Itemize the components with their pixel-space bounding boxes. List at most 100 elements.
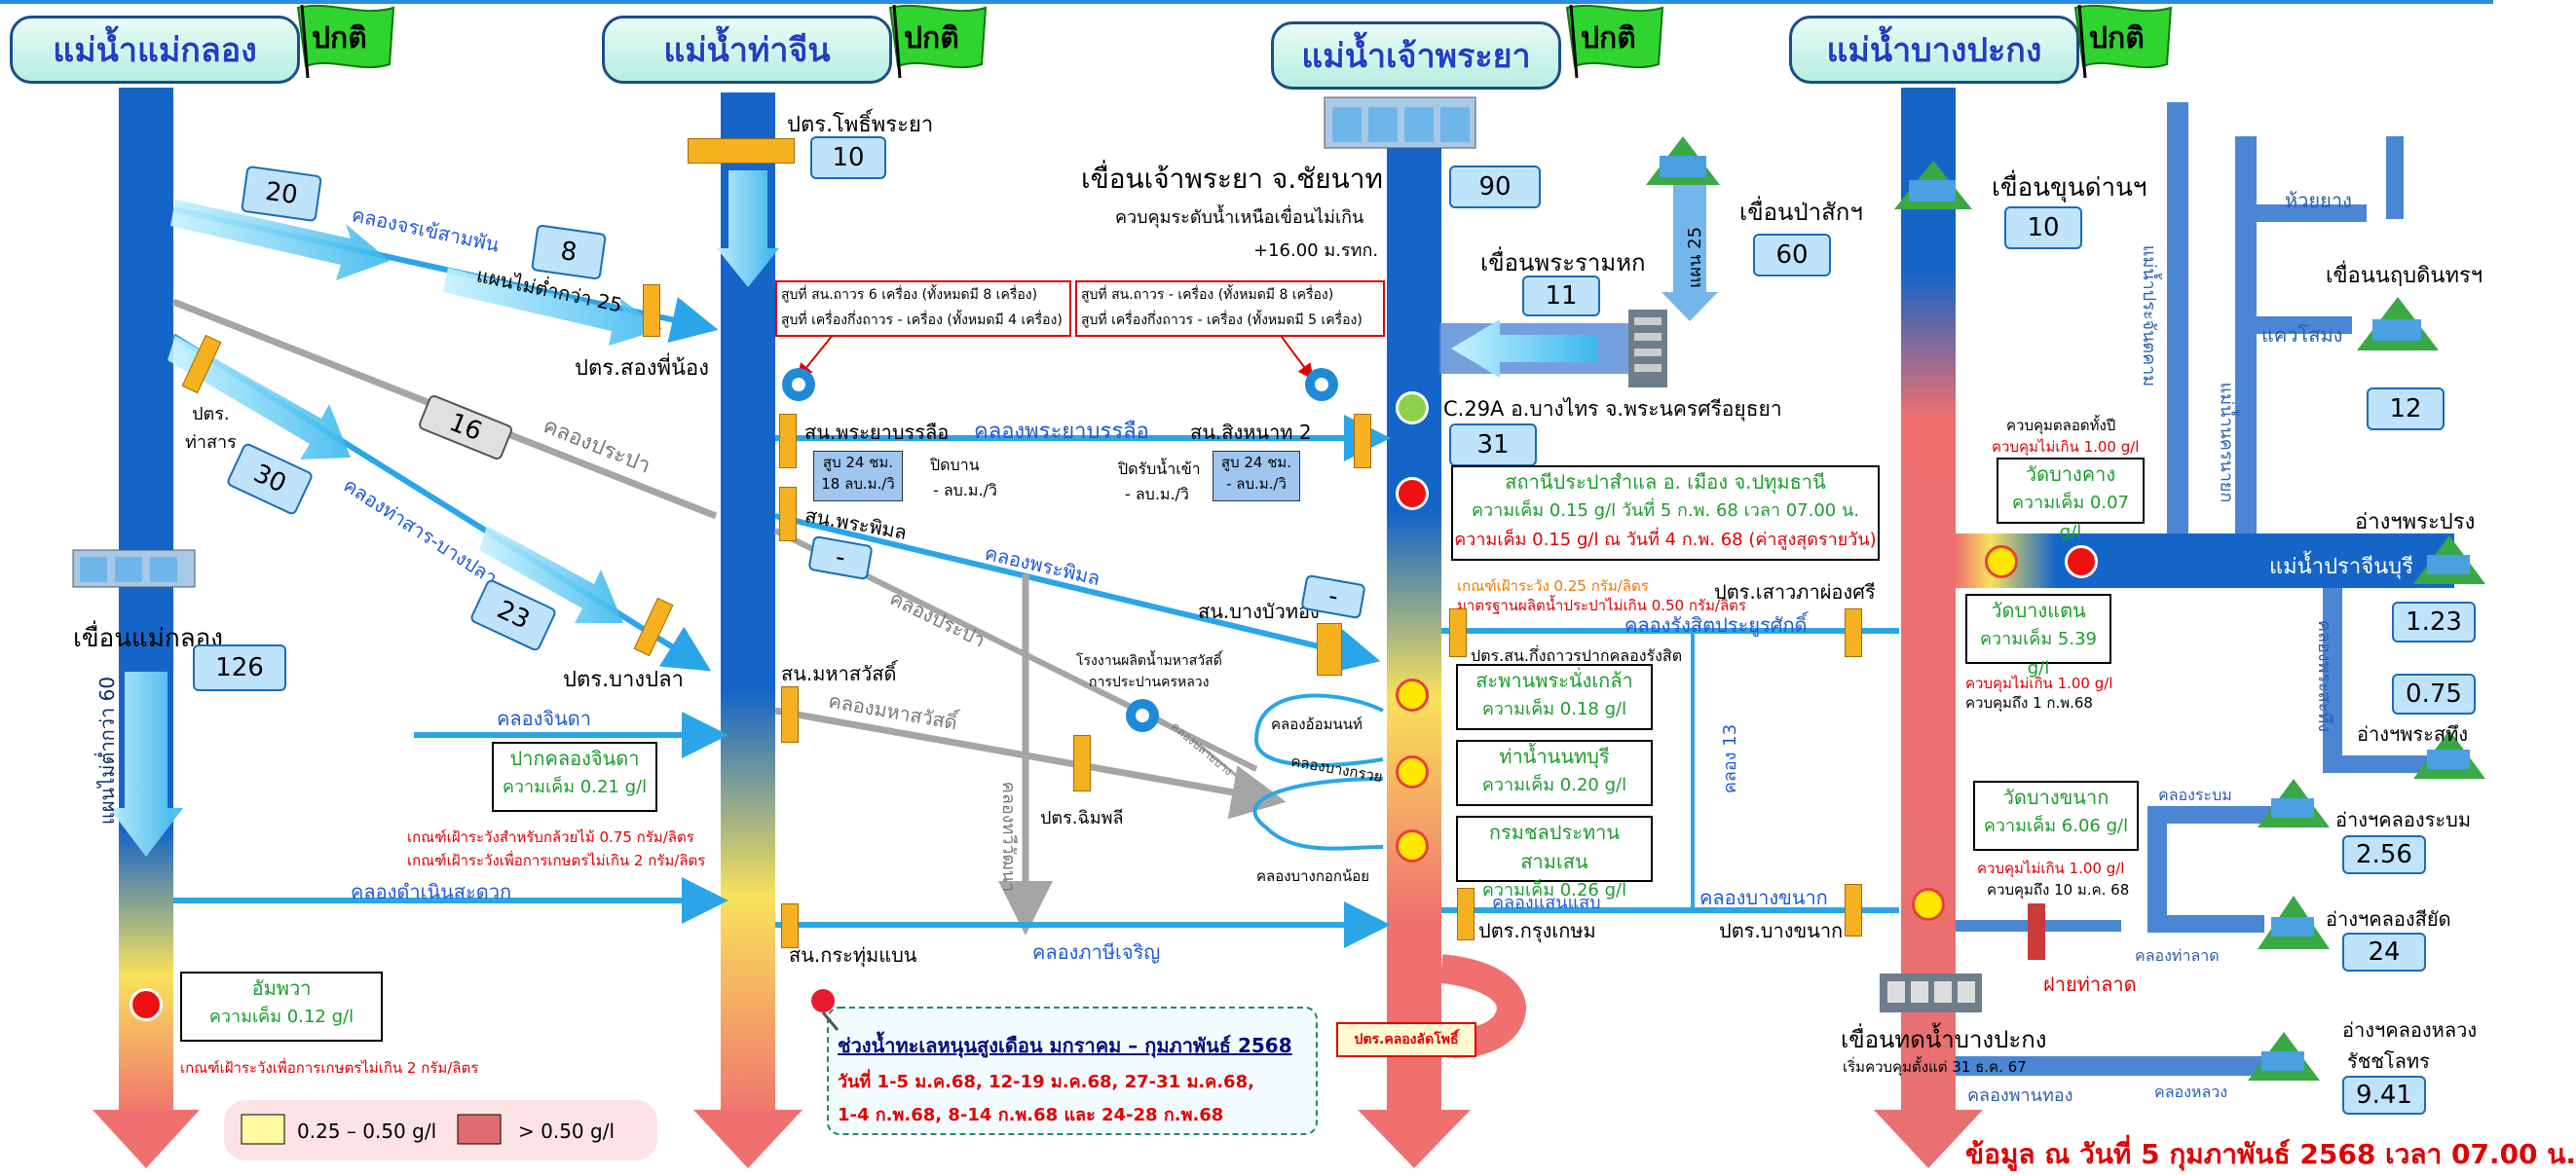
canal-label: คลองจินดา (497, 707, 592, 730)
gate-mode-value: - ลบ.ม./วิ (1125, 485, 1189, 503)
station-label: ปตร.ฉิมพลี (1040, 808, 1124, 828)
station-label: ปตร.สองพี่น้อง (575, 356, 709, 381)
salinity-dot-yellow (1396, 679, 1429, 712)
diagram-canvas (0, 0, 2493, 1168)
station-name: วัดบางขนาก (2002, 786, 2109, 809)
alert-note: เกณฑ์เฝ้าระวัง 0.25 กรัม/ลิตร (1457, 577, 1649, 595)
title-bangpakong: แม่น้ำบางปะกง (1789, 16, 2079, 84)
pump-line: สูบที่ เครื่องกึ่งถาวร - เครื่อง (ทั้งหม… (1081, 312, 1363, 328)
reservoir-label: อ่างฯคลองระบม (2335, 808, 2472, 831)
plan-label: แผนไม่ต่ำกว่า 60 (95, 676, 120, 826)
canal-label: คลองบางกอกน้อย (1256, 867, 1370, 885)
salinity-box: สะพานพระนั่งเกล้า ความเค็ม 0.18 g/l (1456, 664, 1653, 730)
dam-label: เขื่อนนฤบดินทรฯ (2326, 264, 2483, 288)
title-thachin: แม่น้ำท่าจีน (602, 16, 892, 84)
value-box: 2.56 (2342, 835, 2426, 874)
station-name: ท่าน้ำนนทบุรี (1499, 745, 1610, 768)
canal-label: คลองภาษีเจริญ (1032, 940, 1161, 964)
weir-label: ฝายท่าลาด (2043, 973, 2137, 996)
value-box: 11 (1522, 276, 1600, 316)
canal-label: คลองพานทอง (1967, 1085, 2073, 1106)
salinity-box: กรมชลประทานสามเสน ความเค็ม 0.26 g/l (1456, 816, 1653, 900)
station-label: ปตร.กรุงเกษม (1478, 919, 1596, 942)
river-label: แม่น้ำปราจีนบุรี (2269, 555, 2413, 579)
salinity-value: ความเค็ม 5.39 g/l (1980, 629, 2097, 679)
gate-mode-value: - ลบ.ม./วิ (933, 481, 997, 499)
maeklong-dam-icon (72, 549, 196, 588)
canal-label: คลองบางขนาก (1699, 886, 1828, 909)
salinity-dot-yellow (1396, 755, 1429, 789)
canal-label: คลองอ้อมนนท์ (1271, 716, 1363, 733)
salinity-value: ความเค็ม 6.06 g/l (1983, 816, 2129, 836)
canal-label: แม่น้ำนครนายก (2216, 382, 2237, 503)
legend-red-label: > 0.50 g/l (518, 1120, 615, 1143)
station-label: สน.บางบัวทอง (1198, 600, 1320, 623)
gate-marker (1449, 608, 1467, 657)
reservoir-label: อ่างฯคลองสียัด (2326, 907, 2451, 931)
status-flag-bangpakong: ปกติ (2070, 0, 2177, 80)
station-label: ปตร.บางขนาก (1719, 919, 1844, 942)
station-name: วัดบางแตน (1991, 599, 2086, 622)
alert-note: เกณฑ์เฝ้าระวังสำหรับกล้วยไม้ 0.75 กรัม/ล… (407, 828, 694, 846)
status-dot-green (1396, 391, 1429, 424)
rama6-dam-icon (1628, 310, 1667, 387)
canal-label: ห้วยยาง (2285, 189, 2352, 212)
value-box: 126 (193, 644, 286, 691)
salinity-dot-yellow (1985, 545, 2018, 578)
gate-marker (779, 414, 797, 468)
gate-marker (1845, 884, 1862, 937)
dam-label: เขื่อนขุนด่านฯ (1992, 173, 2147, 202)
bangpakong-dam-icon (1880, 974, 1982, 1012)
salinity-value: ความเค็ม 0.07 g/l (2012, 493, 2129, 542)
dam-note: ควบคุมระดับน้ำเหนือเขื่อนไม่เกิน (1115, 207, 1364, 228)
canal-label: คลองทวีวัฒนา (998, 781, 1020, 893)
salinity-dot-red (1396, 477, 1429, 510)
status-label: ปกติ (2089, 21, 2145, 55)
dam-label: เขื่อนทดน้ำบางปะกง (1841, 1026, 2047, 1053)
value-box: 0.75 (2392, 674, 2476, 715)
salinity-value: ความเค็ม 0.26 g/l (1481, 880, 1627, 900)
salinity-box: วัดบางขนาก ความเค็ม 6.06 g/l (1973, 781, 2139, 851)
salinity-value: ความเค็ม 0.15 g/l วันที่ 5 ก.พ. 68 เวลา … (1471, 500, 1860, 521)
dam-label: เขื่อนเจ้าพระยา จ.ชัยนาท (1081, 163, 1383, 195)
dam-note: +16.00 ม.รทก. (1253, 240, 1379, 261)
station-label: ปตร.สน.กึ่งถาวรปากคลองรังสิต (1471, 646, 1683, 665)
salinity-value: ความเค็ม 0.12 g/l (208, 1007, 355, 1027)
value-box: 12 (2367, 387, 2445, 430)
reservoir-label: รัชชโลทร (2347, 1049, 2430, 1073)
salinity-dot-red (2065, 545, 2098, 578)
salinity-dot-yellow (1912, 888, 1945, 921)
salinity-box: ท่าน้ำนนทบุรี ความเค็ม 0.20 g/l (1456, 740, 1653, 806)
canal-label: คลองท่าลาด (2135, 946, 2220, 965)
canal-label: คลองพระสะทึง (2314, 619, 2335, 733)
canal-label: คลองระบม (2158, 786, 2232, 804)
salinity-value: ความเค็ม 0.20 g/l (1481, 775, 1627, 795)
gate-marker (688, 138, 795, 164)
gate-label: ปตร. ท่าสาร (185, 404, 237, 453)
dam-label: เขื่อนป่าสักฯ (1739, 199, 1863, 226)
tide-dates: วันที่ 1-5 ม.ค.68, 12-19 ม.ค.68, 27-31 ม… (838, 1072, 1254, 1092)
station-name: อัมพวา (251, 976, 312, 1000)
status-label: ปกติ (904, 21, 959, 55)
chaophraya-dam-icon (1324, 96, 1476, 149)
gate-marker (1845, 608, 1862, 657)
station-name: สะพานพระนั่งเกล้า (1475, 669, 1633, 692)
gate-mode: ปิดบาน (930, 456, 980, 474)
canal-label: แควโสมง (2261, 323, 2343, 347)
salinity-dot-red (130, 988, 163, 1021)
reservoir-icons (1646, 136, 2485, 1081)
control-note: ควบคุมไม่เกิน 1.00 g/l (1965, 675, 2113, 692)
gate-marker (781, 903, 799, 948)
control-note: ควบคุมถึง 10 ม.ค. 68 (1987, 881, 2130, 899)
status-flag-thachin: ปกติ (884, 0, 991, 80)
status-label: ปกติ (312, 21, 367, 55)
salinity-box: วัดบางคาง ความเค็ม 0.07 g/l (1997, 458, 2145, 542)
canal-label: คลองหลวง (2154, 1083, 2228, 1101)
station-label: สน.พระยาบรรลือ (804, 421, 950, 444)
station-label: ปตร.เสาวภาผ่องศรี (1714, 580, 1876, 604)
station-name: ปากคลองจินดา (509, 747, 640, 770)
control-note: ควบคุมไม่เกิน 1.00 g/l (1992, 438, 2140, 456)
plant-label: โรงงานผลิตน้ำมหาสวัสดิ์ (1076, 653, 1222, 669)
gate-marker (1354, 414, 1371, 468)
reservoir-label: อ่างฯคลองหลวง (2342, 1018, 2478, 1042)
